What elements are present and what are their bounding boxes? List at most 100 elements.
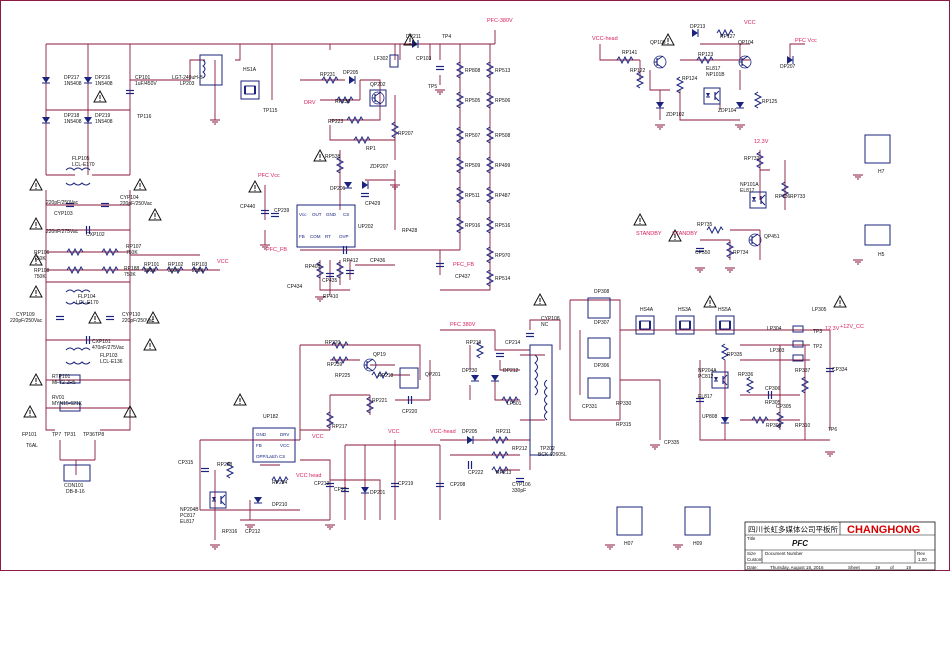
label-rp103: RP103 — [192, 262, 208, 268]
label-cp101-value: 1uF/450V — [135, 81, 157, 87]
label-dp216: DP216 — [95, 75, 111, 81]
pin-cs: CS — [343, 212, 349, 217]
label-pc817: PC817 — [180, 513, 196, 519]
label-cyp103: CYP103 — [54, 211, 73, 217]
label-dp219: DP219 — [95, 113, 111, 119]
label-rp733: RP733 — [790, 194, 806, 200]
label-rp335: RP335 — [727, 352, 743, 358]
label-rp732: RP732 — [744, 156, 760, 162]
label-cp331: CP331 — [582, 404, 598, 410]
label-rp224: RP224 — [272, 480, 288, 486]
label-rp211: RP211 — [496, 429, 511, 435]
brand-logo: CHANGHONG — [847, 524, 920, 536]
label-up202: UP202 — [358, 224, 374, 230]
label-cyp108-value: NC — [541, 322, 549, 328]
label-rp734: RP734 — [733, 250, 749, 256]
label-rp514: RP514 — [495, 276, 511, 282]
label-rp108: RP108 — [34, 268, 50, 274]
rail-12v-label: 12.3V — [825, 326, 840, 332]
net-labels: PFC-380V VCC-head VCC PFC Vcc 12.3V PFC … — [217, 18, 864, 479]
label-rp127: RP127 — [720, 34, 736, 40]
label-up182: UP182 — [263, 414, 279, 420]
label-rp735: RP735 — [697, 222, 713, 228]
label-rp231: RP231 — [320, 72, 336, 78]
label-dp211: DP211 — [406, 34, 421, 40]
label-rp101-value: 300K — [144, 268, 156, 274]
label-con101: CON101 — [64, 483, 84, 489]
label-flp105: FLP105 — [72, 156, 90, 162]
label-rp212: RP212 — [512, 446, 528, 452]
rail-vcc-head-mid: VCC head — [296, 473, 321, 479]
label-fp101-value: T6AL — [26, 443, 38, 449]
label-rp316: RP316 — [222, 529, 238, 535]
label-rp410: RP410 — [323, 294, 339, 300]
label-cp315: CP315 — [178, 460, 194, 466]
label-rp123: RP123 — [698, 52, 714, 58]
label-cp429: CP429 — [365, 201, 381, 207]
label-cp222: CP222 — [468, 470, 484, 476]
title-label: Title — [747, 536, 756, 541]
label-rp124: RP124 — [682, 76, 698, 82]
label-cp434: CP434 — [287, 284, 303, 290]
label-cyp108: CYP108 — [541, 316, 560, 322]
label-rp337: RP337 — [795, 368, 811, 374]
label-lcl103: LCL-E136 — [100, 359, 123, 365]
pin-vcc: Vcc — [299, 212, 307, 217]
label-cyp109-value: 220pF/250Vac — [10, 318, 43, 324]
company-name: 四川长虹多媒体公司平板所 — [748, 524, 838, 534]
label-hs3a: HS3A — [678, 307, 692, 313]
label-lcl105: LCL-E170 — [72, 162, 95, 168]
label-h09: H09 — [693, 541, 702, 547]
label-dp205b: DP205 — [462, 429, 478, 435]
label-lp203: LGT-240uH-B — [172, 75, 204, 81]
label-rp188-value: 750K — [124, 272, 136, 278]
label-rp412: RP412 — [343, 258, 359, 264]
label-dp205: DP205 — [343, 70, 359, 76]
label-np101b: NP101B — [706, 72, 725, 78]
label-rp207: RP207 — [398, 131, 414, 137]
label-qp19: QP19 — [373, 352, 386, 358]
sheet-value: 19 — [875, 565, 881, 570]
label-el817b: EL817 — [740, 188, 755, 194]
size-label: Size — [747, 551, 756, 556]
label-cp220: CP220 — [402, 409, 418, 415]
label-rp107-value: 750K — [126, 250, 138, 256]
pin-up182-opp: OPP/Latch CS — [256, 454, 285, 459]
label-cp440: CP440 — [240, 204, 256, 210]
label-hs5a: HS5A — [718, 307, 732, 313]
rail-pfc-fb-right: PFC_FB — [453, 262, 474, 268]
label-cp436: CP436 — [370, 258, 386, 264]
label-cp208: CP208 — [450, 482, 466, 488]
label-rp125: RP125 — [762, 99, 778, 105]
label-dp308: DP308 — [594, 289, 610, 295]
label-rp487: RP487 — [495, 193, 511, 199]
label-rp513: RP513 — [495, 68, 511, 74]
date-value: Thursday, August 18, 2016 — [770, 565, 824, 570]
label-h5: H5 — [878, 252, 885, 258]
pin-fb: FB — [299, 234, 305, 239]
label-dp219-value: 1N5408 — [95, 119, 113, 125]
label-cp306: CP306 — [765, 386, 781, 392]
label-dp212: DP212 — [503, 368, 519, 374]
label-cyp109: CYP109 — [16, 312, 35, 318]
label-lp301: LP301 — [507, 401, 522, 407]
label-rp511: RP511 — [465, 193, 480, 199]
rail-vcc-head-lower: VCC-head — [430, 429, 456, 435]
label-tp5: TP5 — [428, 84, 437, 90]
label-rp507: RP507 — [465, 133, 481, 139]
label-rp516: RP516 — [495, 223, 511, 229]
label-cyp106-value: 330pF — [512, 488, 526, 494]
label-rp808: RP808 — [465, 68, 481, 74]
label-rp916: RP916 — [465, 223, 481, 229]
pin-up182-fb: FB — [256, 443, 262, 448]
label-rp405: RP405 — [305, 264, 321, 270]
label-tp3: TP3 — [813, 329, 822, 335]
label-dp207: DP207 — [780, 64, 796, 70]
wire-network — [45, 30, 831, 540]
label-rp428: RP428 — [402, 228, 418, 234]
label-cp212: CP212 — [245, 529, 261, 535]
label-cp334: CP334 — [832, 367, 848, 373]
label-cyp104: CYP104 — [120, 195, 139, 201]
label-rp101: RP101 — [144, 262, 160, 268]
